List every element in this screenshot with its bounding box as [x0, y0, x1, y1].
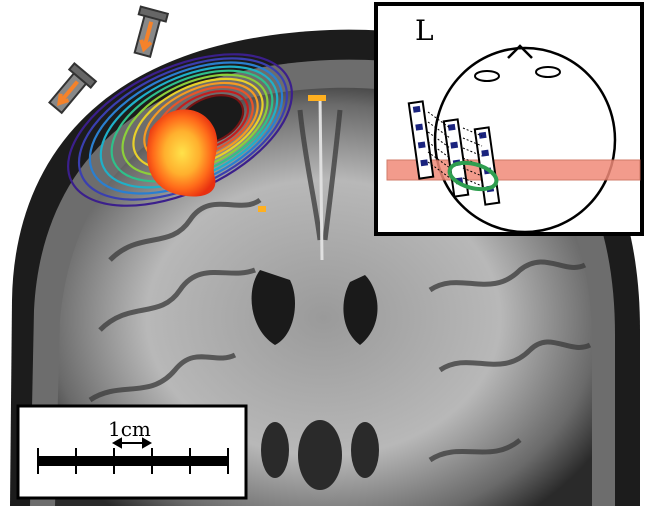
electrode-contact [488, 194, 496, 201]
electrode-contact [452, 151, 460, 158]
electrode-contact [481, 150, 489, 157]
electrode-contact [485, 176, 493, 183]
electrode-contact [450, 142, 458, 149]
scale-bar-label: 1cm [108, 417, 151, 441]
electrode-contact [418, 141, 426, 148]
activation-speck [258, 206, 266, 212]
electrode-contact [420, 159, 428, 166]
electrode-contact [417, 133, 425, 140]
electrode-contact [422, 168, 430, 175]
electrode-contact [479, 132, 487, 139]
electrode-contact [449, 133, 457, 140]
orientation-label: L [415, 14, 434, 47]
inset-panel: L [376, 4, 642, 234]
scale-bar [38, 456, 228, 466]
electrode-contact [414, 115, 422, 122]
electrode-contact [413, 106, 421, 113]
electrode-contact [419, 150, 427, 157]
electrode-contact [454, 168, 462, 175]
midline [320, 95, 322, 260]
activation-speck [308, 95, 326, 101]
electrode-contact [483, 159, 491, 166]
electrode-contact [480, 141, 488, 148]
electrode-contact [415, 124, 423, 131]
scale-bar-panel: 1cm [18, 406, 246, 498]
